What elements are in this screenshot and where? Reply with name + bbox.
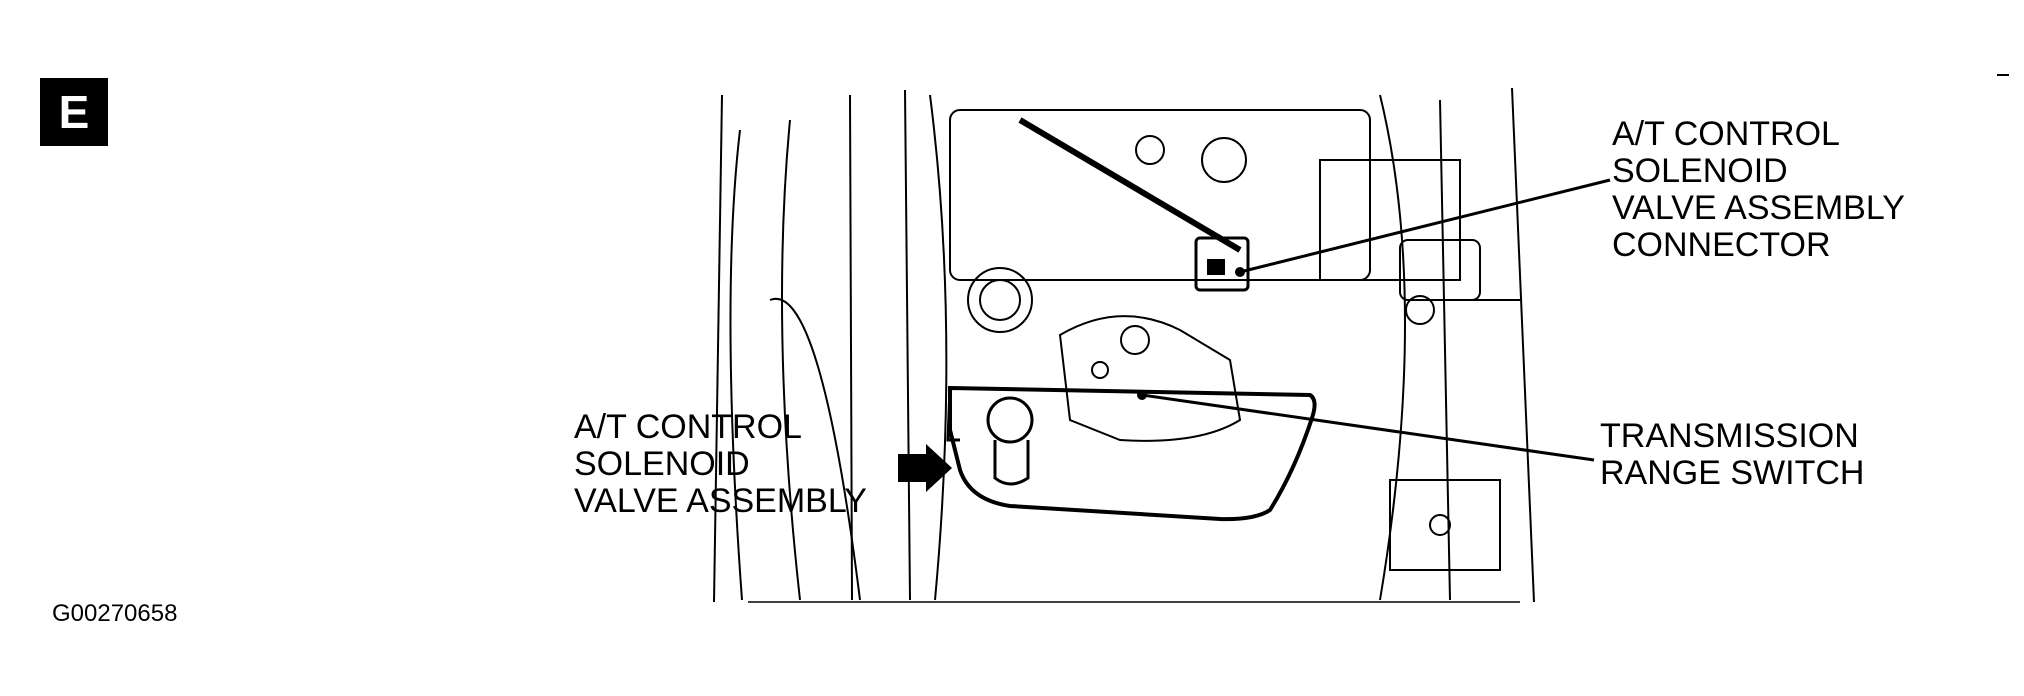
callout-range-switch: TRANSMISSION RANGE SWITCH — [1600, 417, 1865, 492]
figure-badge: E — [40, 78, 108, 146]
callout-solenoid-assembly: A/T CONTROL SOLENOID VALVE ASSEMBLY — [574, 408, 867, 520]
figure-code: G00270658 — [52, 600, 178, 627]
corner-mark — [1997, 74, 2009, 76]
callout-solenoid-connector: A/T CONTROL SOLENOID VALVE ASSEMBLY CONN… — [1612, 115, 1905, 264]
